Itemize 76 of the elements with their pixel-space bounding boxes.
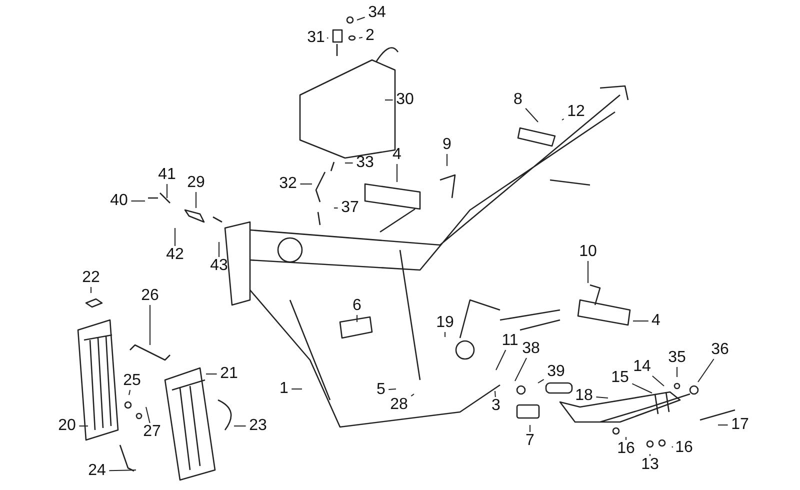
- leader-line: [356, 314, 358, 322]
- leader-line: [396, 164, 398, 182]
- leader-line: [538, 378, 544, 384]
- leader-line: [410, 394, 414, 397]
- callout-number: 22: [81, 270, 101, 286]
- leader-line: [358, 36, 363, 38]
- callout-number: 12: [566, 104, 586, 120]
- callout-number: 9: [442, 137, 452, 153]
- leader-line: [632, 320, 649, 322]
- leader-line: [174, 228, 176, 246]
- callout-number: 30: [395, 92, 415, 108]
- callout-number: 13: [640, 457, 660, 473]
- callout-number: 11: [500, 333, 520, 349]
- callout-number: 1: [278, 381, 290, 397]
- callout-number: 4: [650, 313, 662, 329]
- callout-number: 3: [490, 398, 502, 414]
- callout-number: 16: [616, 441, 636, 457]
- leader-line: [525, 108, 538, 122]
- callout-number: 15: [610, 370, 630, 386]
- leader-line: [496, 350, 506, 370]
- leader-line: [90, 286, 92, 294]
- callout-number: 7: [524, 433, 536, 449]
- callout-number: 19: [435, 315, 455, 331]
- leader-line: [344, 162, 354, 164]
- callout-number: 6: [352, 298, 362, 314]
- callout-number: 34: [367, 5, 387, 21]
- leader-line: [146, 406, 150, 424]
- callout-number: 38: [521, 341, 541, 357]
- leader-line: [446, 154, 448, 166]
- callout-number: 33: [355, 155, 375, 171]
- callout-number: 43: [209, 258, 229, 274]
- leader-line: [291, 388, 302, 390]
- callout-number: 2: [364, 28, 376, 44]
- leader-line: [652, 376, 664, 386]
- leader-line: [698, 358, 714, 382]
- leader-line: [166, 184, 168, 198]
- callout-number: 32: [278, 176, 298, 192]
- leader-line: [128, 390, 131, 396]
- callout-number: 27: [142, 424, 162, 440]
- callout-number: 5: [376, 382, 386, 398]
- leader-line: [514, 358, 527, 382]
- callout-number: 28: [389, 397, 409, 413]
- callout-number: 35: [667, 350, 687, 366]
- callout-number: 31: [306, 30, 326, 46]
- callout-number: 41: [157, 167, 177, 183]
- leader-line: [108, 470, 136, 472]
- callout-number: 14: [632, 359, 652, 375]
- callout-number: 26: [140, 288, 160, 304]
- callout-number: 39: [546, 364, 566, 380]
- callout-number: 25: [122, 373, 142, 389]
- leader-line: [718, 424, 728, 426]
- callout-number: 8: [512, 92, 524, 108]
- leader-line: [388, 388, 396, 390]
- callout-number: 29: [186, 175, 206, 191]
- leader-line: [444, 332, 446, 338]
- leader-line: [596, 396, 608, 398]
- callout-number: 21: [219, 366, 239, 382]
- leader-line: [676, 366, 678, 378]
- callout-number: 20: [57, 418, 77, 434]
- leader-line: [130, 200, 146, 202]
- callout-number: 23: [248, 418, 268, 434]
- leader-line: [356, 16, 366, 20]
- callout-number: 4: [392, 147, 402, 163]
- callout-number: 36: [710, 342, 730, 358]
- callout-number: 42: [165, 247, 185, 263]
- leader-line: [218, 242, 220, 258]
- leader-line: [494, 390, 496, 398]
- leader-line: [632, 383, 652, 394]
- callout-number: 17: [730, 417, 750, 433]
- leader-line: [562, 118, 564, 120]
- callout-number: 40: [109, 193, 129, 209]
- callout-number: 24: [87, 463, 107, 479]
- callout-number: 37: [340, 200, 360, 216]
- callout-number: 18: [574, 388, 594, 404]
- callout-number: 16: [674, 440, 694, 456]
- callout-number: 10: [578, 244, 598, 260]
